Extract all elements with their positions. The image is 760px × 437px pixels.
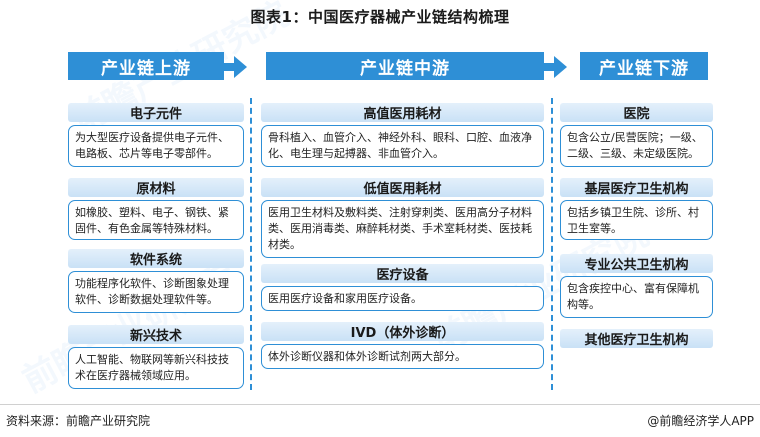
upstream-head-electronics: 电子元件 [68,103,244,122]
upstream-box-electronics: 为大型医疗设备提供电子元件、电路板、芯片等电子零部件。 [68,125,244,167]
arrow-tail [224,63,234,71]
upstream-head-software: 软件系统 [68,249,244,268]
downstream-head-other: 其他医疗卫生机构 [560,329,713,348]
upstream-head-materials: 原材料 [68,178,244,197]
arrow-right-icon [554,56,567,78]
upstream-box-materials: 如橡胶、塑料、电子、钢铁、紧固件、有色金属等特殊材料。 [68,200,244,240]
upstream-box-software: 功能程序化软件、诊断图象处理软件、诊断数据处理软件等。 [68,271,244,313]
stage-midstream: 产业链中游 [266,52,544,80]
midstream-box-high-value: 骨科植入、血管介入、神经外科、眼科、口腔、血液净化、电生理与起搏器、非血管介入。 [261,125,544,167]
downstream-head-public-health: 专业公共卫生机构 [560,254,713,273]
midstream-head-low-value: 低值医用耗材 [261,178,544,197]
downstream-head-primary-care: 基层医疗卫生机构 [560,178,713,197]
chart-title: 图表1：中国医疗器械产业链结构梳理 [250,8,510,26]
midstream-head-equipment: 医疗设备 [261,264,544,283]
divider-dashed [250,98,252,390]
footer-source: 资料来源：前瞻产业研究院 [6,414,151,428]
stage-upstream: 产业链上游 [68,52,224,80]
downstream-box-primary-care: 包括乡镇卫生院、诊所、村卫生室等。 [560,200,713,240]
midstream-box-ivd: 体外诊断仪器和体外诊断试剂两大部分。 [261,344,544,369]
downstream-head-hospital: 医院 [560,103,713,122]
arrow-tail [544,63,554,71]
midstream-head-ivd: IVD（体外诊断） [261,322,544,341]
downstream-box-public-health: 包含疾控中心、富有保障机构等。 [560,276,713,318]
midstream-box-low-value: 医用卫生材料及敷料类、注射穿刺类、医用高分子材料类、医用消毒类、麻醉耗材类、手术… [261,200,544,258]
upstream-box-tech: 人工智能、物联网等新兴科技技术在医疗器械领域应用。 [68,347,244,389]
midstream-head-high-value: 高值医用耗材 [261,103,544,122]
footer-brand: @前瞻经济学人APP [647,414,754,428]
stage-downstream: 产业链下游 [580,52,708,80]
divider-dashed [551,98,553,390]
upstream-head-tech: 新兴技术 [68,325,244,344]
downstream-box-hospital: 包含公立/民营医院；一级、二级、三级、未定级医院。 [560,125,713,167]
midstream-box-equipment: 医用医疗设备和家用医疗设备。 [261,286,544,311]
arrow-right-icon [234,56,247,78]
footer-divider [0,404,760,405]
